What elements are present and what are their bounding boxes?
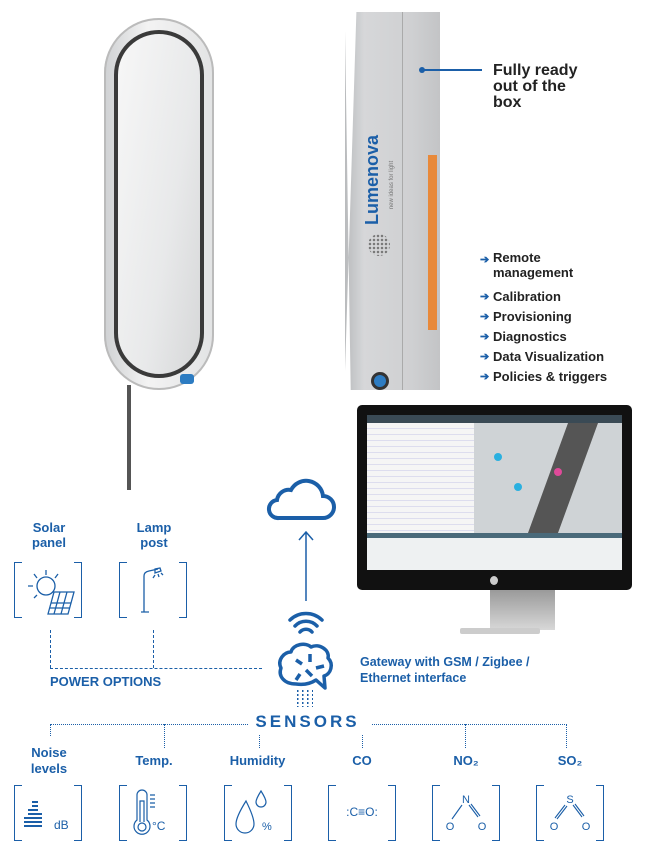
sensor-noise-box: dB: [14, 785, 82, 841]
sensor-temp-label: Temp.: [135, 753, 173, 768]
sensor-drop: [259, 735, 260, 748]
wifi-icon: [288, 611, 324, 634]
dashboard-screen: [367, 415, 622, 570]
sensor-temp-box: °C: [119, 785, 187, 841]
humidity-unit: %: [262, 821, 272, 833]
callout-line: [424, 69, 482, 71]
solar-panel-icon: [28, 570, 75, 615]
cloud-icon: [267, 478, 336, 521]
sensor-drop: [362, 735, 363, 748]
sensor-co-box: :C≡O:: [328, 785, 396, 841]
monitor: [357, 405, 632, 590]
feature-item: ➔Calibration: [480, 287, 607, 307]
side-connector: [371, 372, 389, 390]
svg-text:S: S: [566, 794, 573, 806]
sensor-so2-label: SO₂: [557, 753, 583, 768]
power-dash-lamp: [153, 630, 154, 668]
sensor-so2-box: S O O: [536, 785, 604, 841]
svg-text:N: N: [462, 794, 470, 806]
sensor-drop: [164, 724, 165, 748]
mounting-bracket: [428, 155, 437, 330]
sensor-drop: [465, 724, 466, 748]
lamp-post-icon: [141, 567, 164, 613]
temp-unit: °C: [152, 819, 166, 833]
sensors-title: SENSORS: [255, 712, 360, 731]
sensor-drop: [50, 724, 51, 736]
sensor-humidity-label: Humidity: [229, 753, 286, 768]
monitor-stand: [490, 590, 555, 630]
svg-text:O: O: [478, 821, 487, 833]
brain-gateway-icon: [278, 642, 333, 690]
device-side: [345, 12, 440, 390]
co-molecule-icon: :C≡O:: [346, 805, 378, 819]
arrow-right-icon: ➔: [480, 254, 490, 266]
sensor-drop: [566, 724, 567, 748]
thermometer-icon: [133, 789, 155, 835]
lamp-post-box: [119, 562, 187, 618]
speaker-grille-icon: [368, 234, 390, 256]
arrow-right-icon: ➔: [480, 371, 490, 383]
feature-item: ➔Diagnostics: [480, 327, 607, 347]
svg-text:O: O: [582, 821, 591, 833]
map-view: [474, 423, 622, 533]
so2-molecule-icon: S O O: [550, 794, 591, 833]
power-options-title: POWER OPTIONS: [50, 674, 162, 689]
arrow-right-icon: ➔: [480, 351, 490, 363]
device-front: [104, 18, 214, 390]
arrow-right-icon: ➔: [480, 331, 490, 343]
gateway-label: Gateway with GSM / Zigbee /Ethernet inte…: [360, 655, 530, 685]
no2-molecule-icon: N O O: [446, 794, 487, 833]
sensors-bus-right: [372, 724, 567, 725]
noise-bars-icon: [24, 801, 42, 827]
callout-text: Fully ready out of the box: [493, 62, 578, 111]
solar-panel-box: [14, 562, 82, 618]
device-front-connector: [180, 374, 194, 384]
svg-text:O: O: [550, 821, 559, 833]
device-tagline: new ideas for light: [389, 160, 395, 210]
sensors-bus-left: [50, 724, 248, 725]
device-logo: Lumenova: [362, 135, 382, 225]
power-dash-solar: [50, 630, 51, 668]
sensor-no2-box: N O O: [432, 785, 500, 841]
power-dash-bus: [50, 668, 262, 669]
sensor-co-label: CO: [352, 753, 372, 768]
device-front-cable: [127, 385, 131, 490]
arrow-right-icon: ➔: [480, 311, 490, 323]
svg-text:O: O: [446, 821, 455, 833]
sensor-no2-label: NO₂: [453, 753, 479, 768]
noise-unit: dB: [54, 818, 69, 832]
feature-item: ➔Provisioning: [480, 307, 607, 327]
gateway-sensor-link: [297, 690, 313, 707]
callout-dot: [419, 67, 425, 73]
droplets-icon: [235, 789, 267, 834]
apple-logo-icon: [490, 576, 498, 585]
arrow-right-icon: ➔: [480, 291, 490, 303]
feature-item: ➔Policies & triggers: [480, 367, 607, 387]
arrow-up-icon: [298, 530, 314, 601]
feature-item: ➔Data Visualization: [480, 347, 607, 367]
brand-name: Lumenova: [362, 134, 382, 225]
sensor-humidity-box: %: [224, 785, 292, 841]
